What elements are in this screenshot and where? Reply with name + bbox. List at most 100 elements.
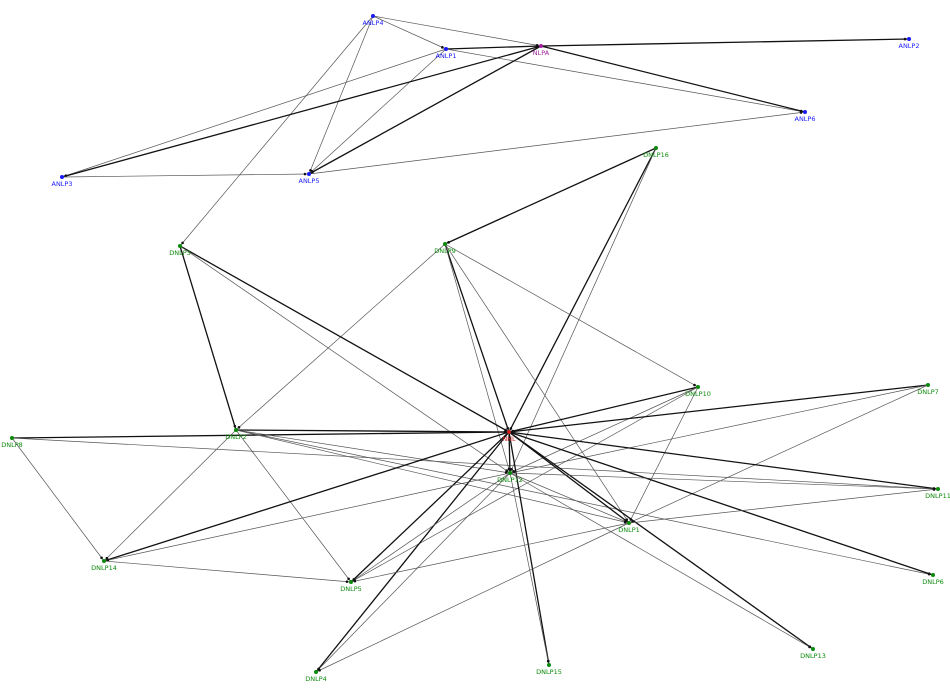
- node-dot-icon[interactable]: [539, 44, 543, 48]
- edge-arrowhead-icon: [447, 241, 450, 244]
- node-dnlp8[interactable]: DNLP8: [1, 436, 23, 449]
- node-anlp2[interactable]: ANLP2: [899, 37, 920, 50]
- node-dot-icon[interactable]: [627, 521, 631, 525]
- edge-arrowhead-icon: [693, 383, 696, 387]
- node-dot-icon[interactable]: [349, 580, 353, 584]
- node-dot-icon[interactable]: [926, 383, 930, 387]
- edge-dnlp2-dnlp5: [235, 429, 352, 583]
- edge-nnl-dnlp11: [508, 431, 939, 490]
- node-dot-icon[interactable]: [654, 146, 658, 150]
- node-label: DNLP2: [225, 433, 247, 441]
- node-dot-icon[interactable]: [907, 37, 911, 41]
- node-anlp1[interactable]: ANLP1: [436, 47, 457, 60]
- edge-dnlp12-dnlp13: [509, 472, 814, 650]
- edge-arrowhead-icon: [932, 488, 936, 491]
- node-label: ANLP4: [363, 19, 384, 27]
- edge-arrowhead-icon: [311, 170, 314, 174]
- node-label: ANLP2: [899, 42, 920, 50]
- node-dnlp3[interactable]: DNLP3: [169, 244, 191, 257]
- edge-arrowhead-icon: [303, 172, 307, 176]
- node-nnl[interactable]: NNL: [502, 430, 516, 443]
- node-dot-icon[interactable]: [444, 47, 448, 51]
- node-dnlp6[interactable]: DNLP6: [922, 573, 944, 586]
- edge-dnlp16-dnlp9: [444, 147, 657, 245]
- edge-dnlp12-dnlp15: [509, 472, 550, 666]
- node-dot-icon[interactable]: [60, 175, 64, 179]
- node-anlp4[interactable]: ANLP4: [363, 14, 384, 27]
- edge-nlpa-anlp5: [308, 45, 542, 175]
- node-label: DNLP13: [800, 652, 826, 660]
- node-label: DNLP7: [917, 388, 939, 396]
- node-dot-icon[interactable]: [307, 172, 311, 176]
- edge-dnlp12-dnlp4: [315, 472, 511, 673]
- node-dot-icon[interactable]: [696, 385, 700, 389]
- edge-dnlp2-dnlp1: [235, 429, 630, 524]
- edge-arrowhead-icon: [347, 577, 350, 581]
- edge-dnlp2-dnlp6: [235, 429, 934, 576]
- node-dot-icon[interactable]: [178, 244, 182, 248]
- edge-dnlp12-dnlp1: [509, 472, 630, 524]
- node-label: DNLP11: [925, 492, 950, 500]
- node-dot-icon[interactable]: [234, 428, 238, 432]
- edge-nlpa-anlp2: [540, 38, 910, 47]
- node-anlp3[interactable]: ANLP3: [52, 175, 73, 188]
- node-dot-icon[interactable]: [443, 242, 447, 246]
- node-dot-icon[interactable]: [102, 559, 106, 563]
- edge-anlp4-anlp5: [308, 15, 374, 175]
- edge-dnlp2-nnl: [235, 429, 510, 433]
- node-nlpa[interactable]: NLPA: [533, 44, 550, 57]
- edge-dnlp16-dnlp12: [509, 147, 657, 474]
- edge-arrowhead-icon: [509, 427, 513, 430]
- edge-dnlp10-nnl: [508, 386, 699, 433]
- node-dnlp1[interactable]: DNLP1: [618, 521, 640, 534]
- node-dot-icon[interactable]: [931, 573, 935, 577]
- node-dnlp13[interactable]: DNLP13: [800, 647, 826, 660]
- node-dnlp9[interactable]: DNLP9: [434, 242, 456, 255]
- node-dnlp7[interactable]: DNLP7: [917, 383, 939, 396]
- edge-dnlp12-dnlp5: [350, 472, 511, 583]
- edge-arrowhead-icon: [508, 467, 512, 471]
- edge-anlp4-nlpa: [372, 15, 542, 47]
- node-label: DNLP3: [169, 249, 191, 257]
- edge-anlp1-nlpa: [445, 45, 542, 50]
- node-dnlp14[interactable]: DNLP14: [91, 559, 117, 572]
- node-dnlp12[interactable]: DNLP12: [497, 471, 523, 484]
- edge-arrowhead-icon: [441, 46, 444, 49]
- node-dot-icon[interactable]: [803, 110, 807, 114]
- node-dot-icon[interactable]: [508, 471, 512, 475]
- edge-arrowhead-icon: [233, 424, 237, 428]
- node-dot-icon[interactable]: [10, 436, 14, 440]
- node-dnlp15[interactable]: DNLP15: [536, 663, 562, 676]
- node-dnlp11[interactable]: DNLP11: [925, 487, 950, 500]
- node-dot-icon[interactable]: [371, 14, 375, 18]
- edge-arrowhead-icon: [237, 426, 241, 429]
- edge-arrowhead-icon: [808, 645, 811, 649]
- node-label: DNLP12: [497, 476, 523, 484]
- node-dot-icon[interactable]: [547, 663, 551, 667]
- edge-arrowhead-icon: [181, 241, 184, 245]
- edge-dnlp9-dnlp10: [444, 243, 699, 388]
- node-dnlp4[interactable]: DNLP4: [305, 670, 327, 683]
- node-anlp5[interactable]: ANLP5: [299, 172, 320, 185]
- edge-dnlp3-nnl: [179, 245, 510, 433]
- node-dot-icon[interactable]: [811, 647, 815, 651]
- edge-nlpa-anlp6: [540, 45, 806, 113]
- node-dot-icon[interactable]: [936, 487, 940, 491]
- edge-anlp3-anlp5: [61, 173, 310, 178]
- edge-arrowhead-icon: [318, 668, 321, 672]
- node-dot-icon[interactable]: [314, 670, 318, 674]
- edge-dnlp2-dnlp14: [103, 429, 237, 562]
- node-anlp6[interactable]: ANLP6: [795, 110, 816, 123]
- edge-dnlp9-nnl: [444, 243, 510, 433]
- node-dnlp5[interactable]: DNLP5: [340, 580, 362, 593]
- node-dnlp16[interactable]: DNLP16: [643, 146, 669, 159]
- edge-nnl-dnlp4: [315, 431, 510, 673]
- node-dot-icon[interactable]: [507, 430, 511, 434]
- edge-anlp1-anlp6: [445, 48, 806, 113]
- edge-arrowhead-icon: [353, 579, 357, 583]
- node-dnlp2[interactable]: DNLP2: [225, 428, 247, 441]
- node-label: NNL: [502, 435, 516, 443]
- node-dnlp10[interactable]: DNLP10: [685, 385, 711, 398]
- edge-anlp1-anlp3: [61, 48, 447, 178]
- edge-dnlp7-dnlp12: [509, 384, 929, 474]
